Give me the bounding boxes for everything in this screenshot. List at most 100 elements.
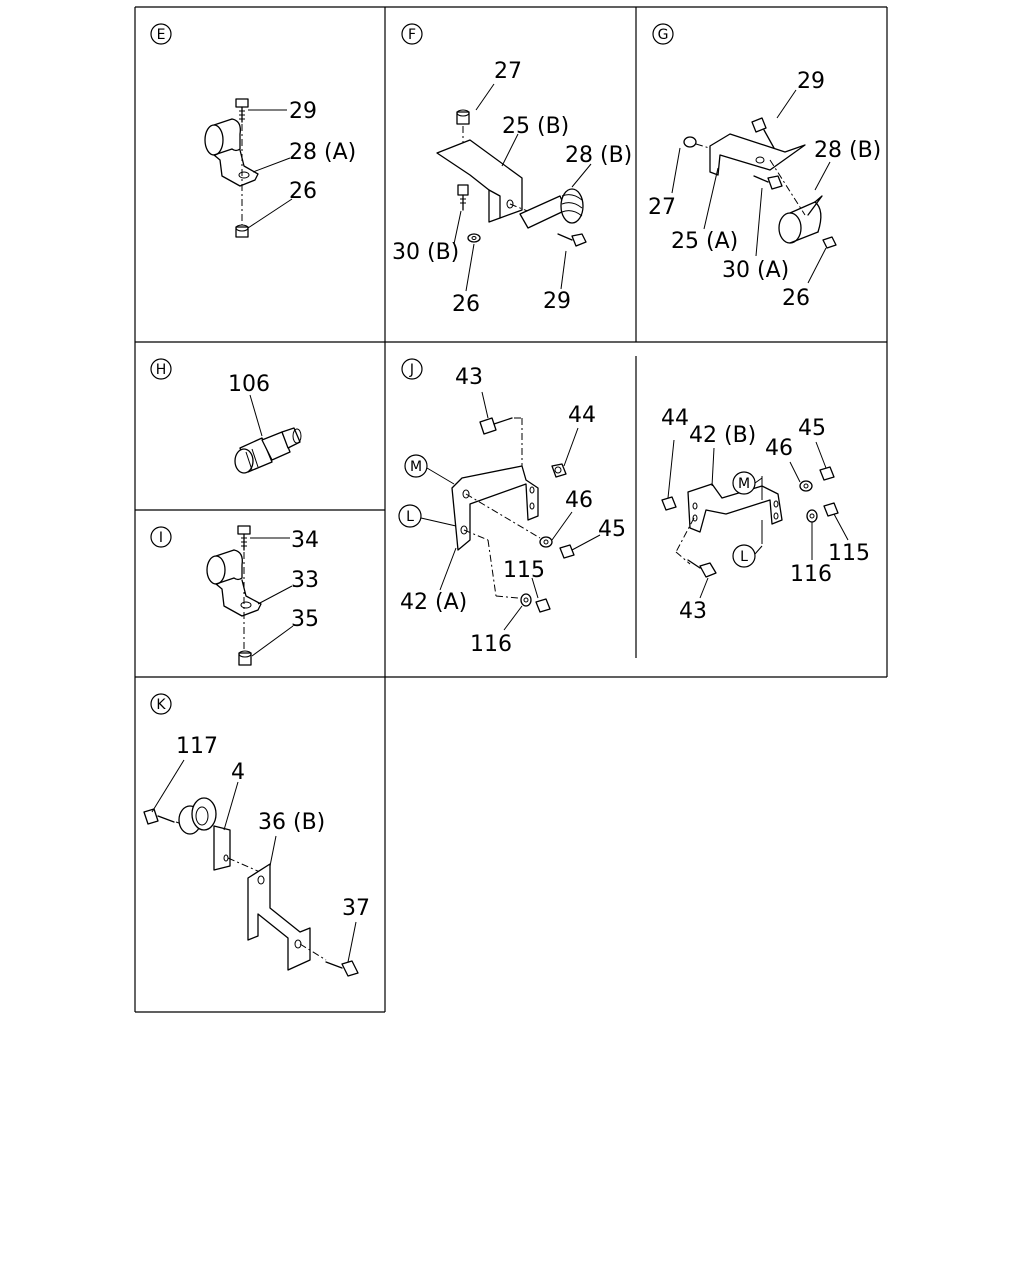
label-33: 33 [291, 568, 319, 593]
washer-icon [799, 480, 813, 492]
callout-l: L [740, 549, 748, 565]
washer-icon [467, 233, 481, 243]
nut-icon [238, 650, 252, 666]
panel-k: K 117 4 3 [143, 693, 370, 977]
label-46: 46 [765, 436, 793, 461]
callout-m: M [410, 459, 422, 475]
callout-m-marker [404, 454, 428, 478]
bracket-icon [436, 139, 523, 223]
bolt-icon [457, 184, 469, 211]
bolt-icon [753, 175, 783, 190]
label-115: 115 [828, 541, 870, 566]
clamp-icon [206, 549, 262, 617]
label-116: 116 [790, 562, 832, 587]
nut-icon [823, 502, 839, 517]
clamp-icon [519, 188, 584, 229]
callout-l-marker [398, 504, 422, 528]
label-29: 29 [797, 69, 825, 94]
panel-g-id: G [658, 27, 669, 43]
label-44: 44 [568, 403, 596, 428]
panel-f-marker [401, 23, 423, 45]
bolt-icon [557, 233, 587, 247]
label-35: 35 [291, 607, 319, 632]
nut-icon [683, 136, 697, 148]
label-37: 37 [342, 896, 370, 921]
panel-j-id: J [409, 362, 414, 378]
bolt-icon [237, 525, 251, 551]
bolt-icon [143, 808, 175, 825]
callout-l-marker [732, 544, 756, 568]
bracket-icon [451, 465, 539, 551]
label-27: 27 [648, 195, 676, 220]
label-45: 45 [598, 517, 626, 542]
label-26: 26 [452, 292, 480, 317]
panel-j: J [398, 358, 626, 657]
panel-j-marker [401, 358, 423, 380]
label-27: 27 [494, 59, 522, 84]
label-4: 4 [231, 760, 245, 785]
panel-frames [134, 6, 888, 1013]
panel-e-id: E [157, 27, 166, 43]
label-34: 34 [291, 528, 319, 553]
nut-icon [822, 236, 837, 249]
connector-icon [234, 427, 302, 474]
label-26: 26 [289, 179, 317, 204]
panel-g: G [648, 23, 881, 311]
bracket-icon [247, 863, 311, 971]
label-28b: 28 (B) [565, 143, 632, 168]
nut-icon [661, 496, 677, 511]
label-28b: 28 (B) [814, 138, 881, 163]
nut-icon [559, 544, 575, 559]
label-28a: 28 (A) [289, 140, 356, 165]
clamp-icon [204, 118, 259, 187]
nut-icon [819, 466, 835, 481]
bracket-icon [687, 483, 783, 533]
label-42a: 42 (A) [400, 590, 467, 615]
label-115: 115 [503, 558, 545, 583]
panel-k-id: K [156, 697, 166, 713]
label-46: 46 [565, 488, 593, 513]
label-25a: 25 (A) [671, 229, 738, 254]
panel-e-marker [150, 23, 172, 45]
label-117: 117 [176, 734, 218, 759]
bolt-icon [687, 559, 717, 578]
label-116: 116 [470, 632, 512, 657]
nut-icon [456, 109, 470, 125]
panel-f-id: F [408, 27, 416, 43]
label-29: 29 [289, 99, 317, 124]
bolt-icon [325, 960, 359, 977]
clamp-icon [778, 195, 823, 244]
panel-g-marker [652, 23, 674, 45]
label-25b: 25 (B) [502, 114, 569, 139]
panel-i-id: I [159, 530, 163, 546]
nut-icon [551, 463, 567, 478]
bolt-icon [479, 417, 513, 435]
clamp-icon [178, 797, 231, 871]
panel-k-marker [150, 693, 172, 715]
callout-m: M [738, 476, 750, 492]
bolt-icon [235, 98, 249, 123]
bolt-icon [751, 117, 775, 149]
label-30b: 30 (B) [392, 240, 459, 265]
washer-icon [806, 509, 818, 523]
panel-j-right: M L 44 42 (B) 46 45 116 115 43 [661, 406, 870, 624]
nut-icon [535, 598, 551, 613]
panel-h-marker [150, 358, 172, 380]
label-106: 106 [228, 372, 270, 397]
panel-h-id: H [156, 362, 167, 378]
label-26: 26 [782, 286, 810, 311]
panel-i-marker [150, 526, 172, 548]
panel-e: E 29 28 (A) 26 [150, 23, 356, 238]
washer-icon [539, 536, 553, 548]
label-45: 45 [798, 416, 826, 441]
label-43: 43 [679, 599, 707, 624]
label-36b: 36 (B) [258, 810, 325, 835]
panel-i: I 34 33 35 [150, 525, 319, 666]
washer-icon [520, 593, 532, 607]
label-44: 44 [661, 406, 689, 431]
bracket-icon [709, 133, 806, 176]
label-42b: 42 (B) [689, 423, 756, 448]
label-30a: 30 (A) [722, 258, 789, 283]
panel-h: H 106 [150, 358, 302, 474]
